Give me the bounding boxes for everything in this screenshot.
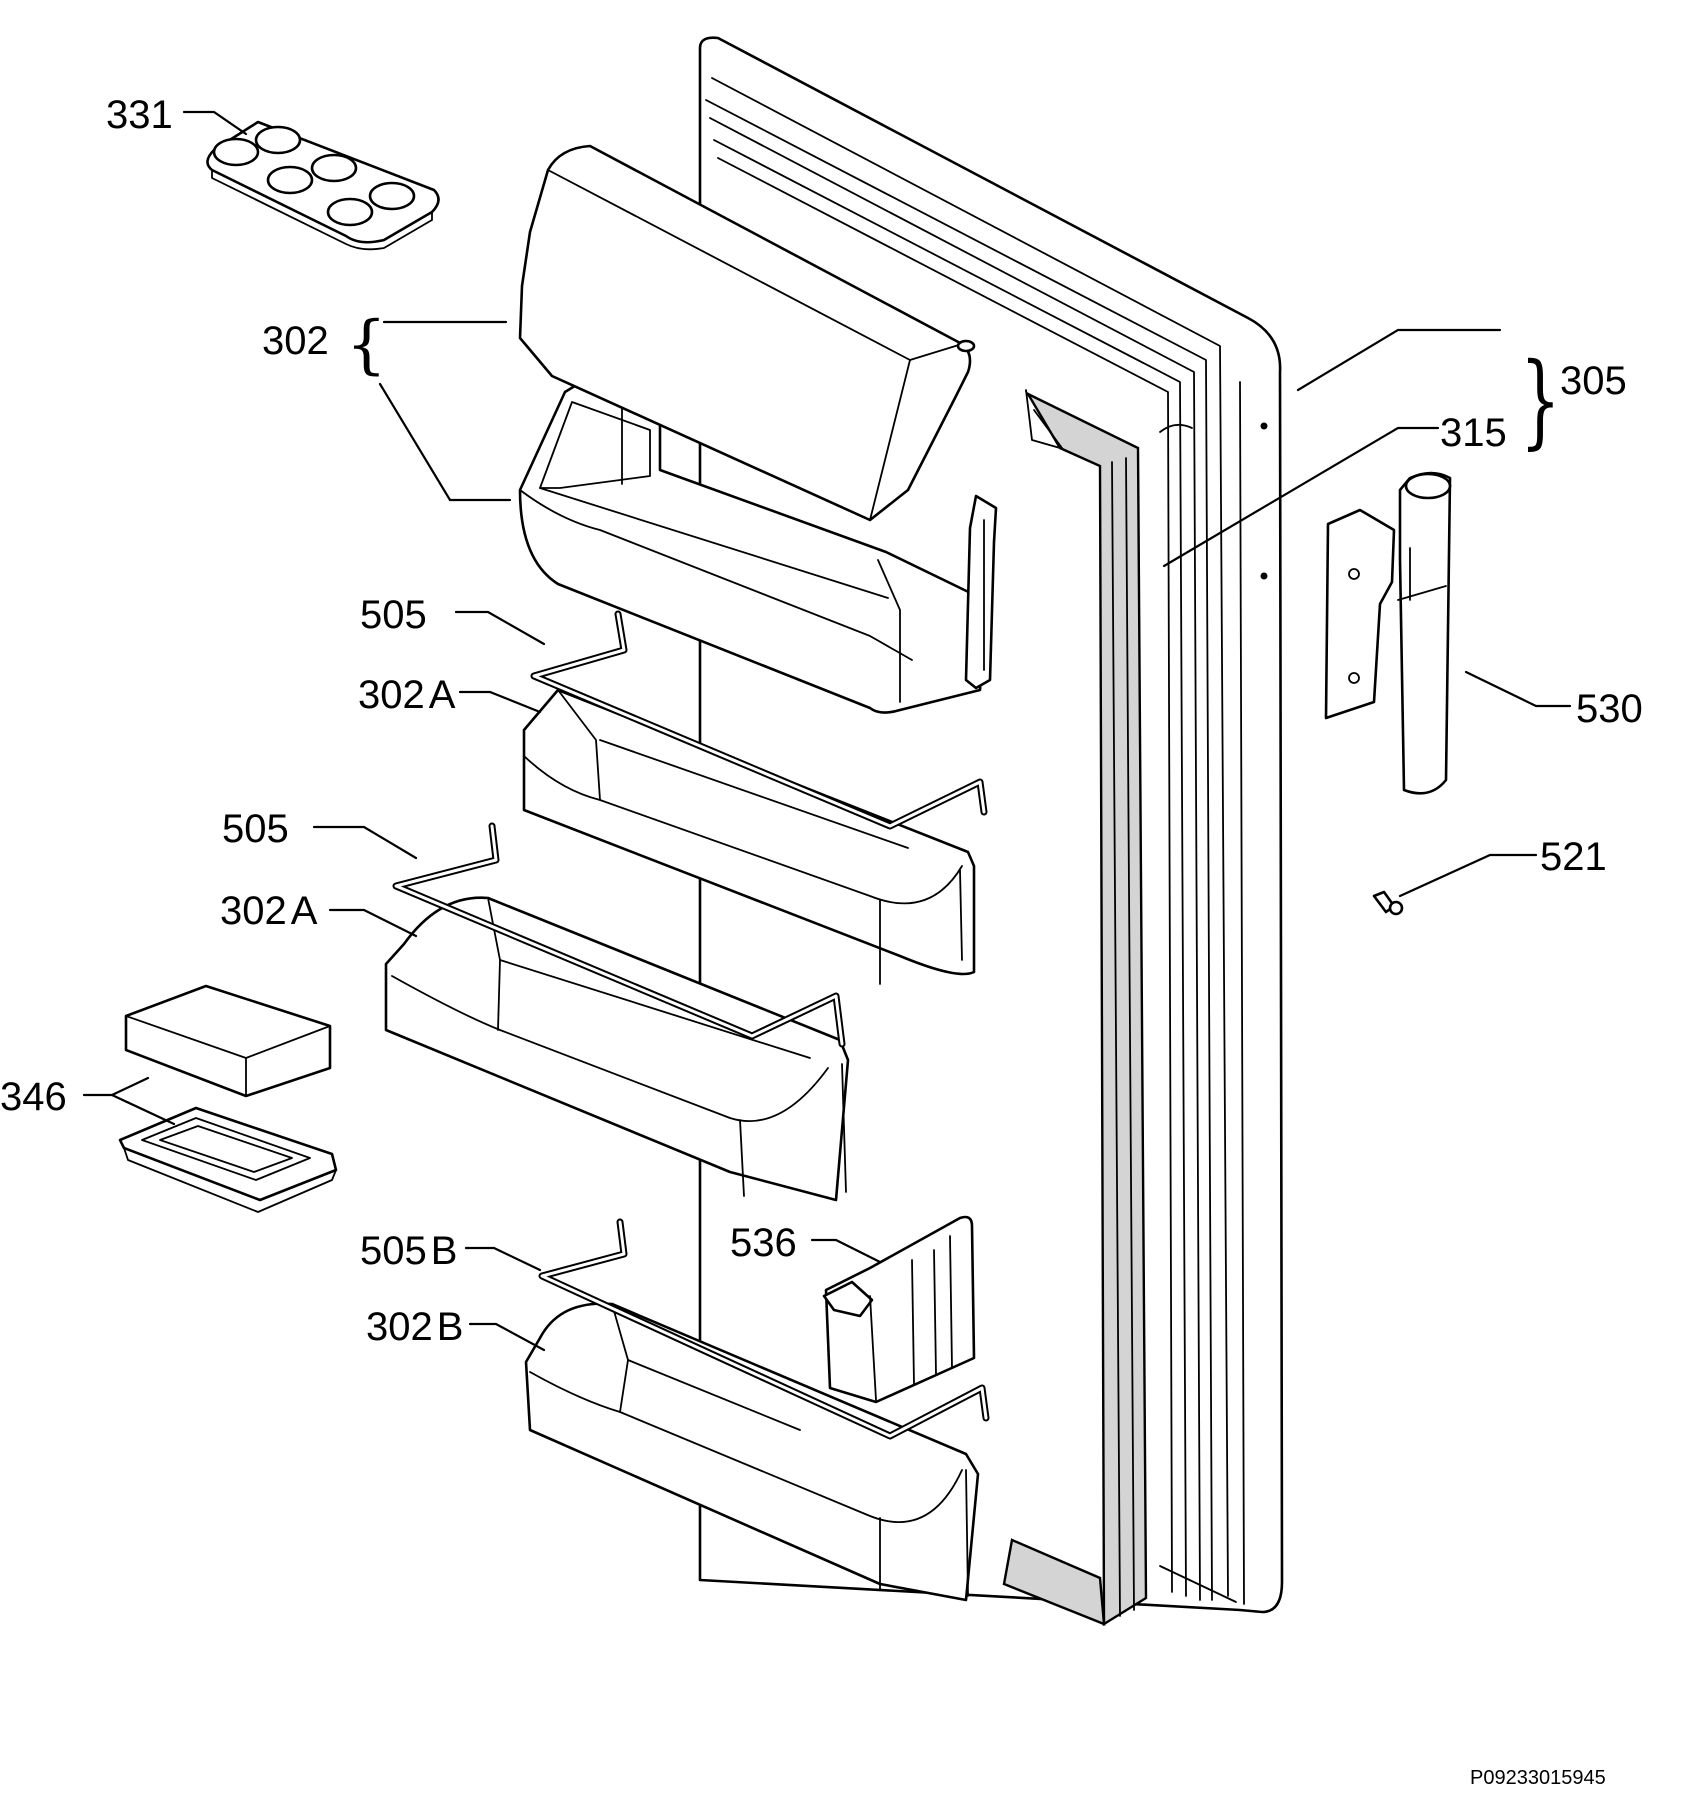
- shelf-bar-lower: [538, 1218, 990, 1440]
- screw: [1372, 890, 1404, 916]
- callout-505b-number: 505: [360, 1229, 427, 1273]
- callout-505b-suffix: B: [431, 1229, 458, 1273]
- callout-346: 346: [0, 1075, 67, 1119]
- door-handle: [1324, 471, 1452, 795]
- callout-302a-middle-suffix: A: [291, 889, 318, 933]
- callout-302a-upper-suffix: A: [429, 673, 456, 717]
- callout-521: 521: [1540, 835, 1607, 879]
- callout-530: 530: [1576, 687, 1643, 731]
- leader-lines: [82, 110, 1572, 1352]
- egg-tray: [206, 120, 440, 251]
- callout-315: 315: [1440, 411, 1507, 455]
- door-shelf-lower: [524, 1302, 980, 1602]
- brace-right: }: [1520, 342, 1561, 461]
- callout-302a-middle-number: 302: [220, 889, 287, 933]
- brace-left: {: [346, 308, 387, 382]
- callout-305: 305: [1560, 359, 1627, 403]
- door-shelf-upper: [522, 688, 976, 985]
- callout-331: 331: [106, 93, 173, 137]
- reference-code: P09233015945: [1470, 1767, 1606, 1789]
- callout-302b-number: 302: [366, 1305, 433, 1349]
- callout-536: 536: [730, 1221, 797, 1265]
- door-shelf-middle: [384, 896, 850, 1202]
- shelf-bar-upper: [530, 610, 988, 830]
- butter-dish: [118, 984, 338, 1213]
- callout-302b-suffix: B: [437, 1305, 464, 1349]
- shelf-bar-middle: [392, 822, 846, 1048]
- callout-302a-upper-number: 302: [358, 673, 425, 717]
- callout-505-upper: 505: [360, 593, 427, 637]
- callout-302: 302: [262, 319, 329, 363]
- dairy-compartment: [518, 144, 998, 714]
- door-gasket: [1002, 389, 1237, 1627]
- callout-505-middle: 505: [222, 807, 289, 851]
- bottle-retainer: [822, 1215, 976, 1404]
